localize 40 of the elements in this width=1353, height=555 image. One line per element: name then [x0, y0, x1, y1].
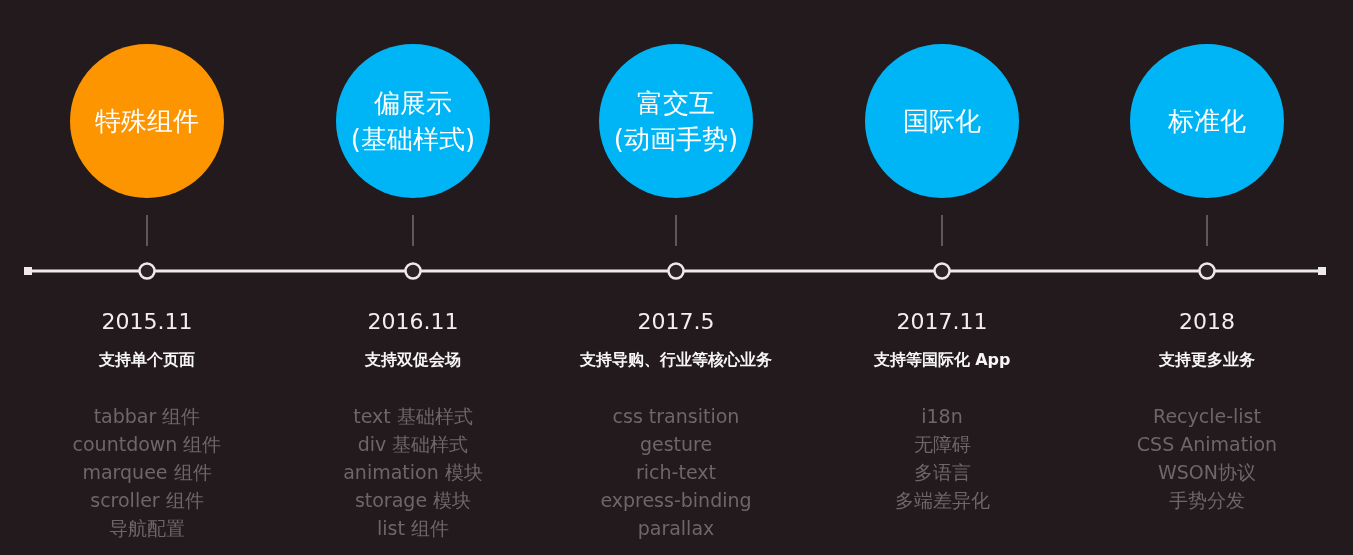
feature-item: scroller 组件: [90, 488, 204, 513]
feature-item: 导航配置: [109, 516, 185, 541]
feature-item: countdown 组件: [72, 432, 222, 457]
milestone-date: 2017.11: [896, 308, 988, 336]
milestone-summary: 支持导购、行业等核心业务: [580, 349, 772, 371]
feature-item: list 组件: [377, 516, 449, 541]
circle-label: 特殊组件: [95, 105, 199, 138]
feature-item: tabbar 组件: [93, 404, 201, 429]
feature-item: express-binding: [600, 488, 752, 513]
circle-label: (基础样式): [350, 123, 476, 156]
feature-item: parallax: [637, 516, 715, 541]
feature-item: Recycle-list: [1153, 404, 1261, 429]
milestone-summary: 支持更多业务: [1159, 349, 1255, 371]
feature-item: 手势分发: [1169, 488, 1245, 513]
circle-label: 国际化: [903, 105, 981, 138]
feature-item: i18n: [921, 404, 963, 429]
feature-item: 无障碍: [913, 432, 971, 457]
circle-label: (动画手势): [613, 123, 739, 156]
milestone-date: 2017.5: [637, 308, 715, 336]
feature-item: text 基础样式: [353, 404, 473, 429]
feature-item: css transition: [612, 404, 740, 429]
feature-item: animation 模块: [343, 460, 483, 485]
feature-item: WSON协议: [1158, 460, 1256, 485]
feature-item: CSS Animation: [1136, 432, 1278, 457]
milestone-summary: 支持等国际化 App: [873, 349, 1011, 371]
feature-item: storage 模块: [354, 488, 472, 513]
milestone-summary: 支持单个页面: [99, 349, 195, 371]
milestone-date: 2016.11: [367, 308, 459, 336]
feature-item: marquee 组件: [82, 460, 212, 485]
feature-item: rich-text: [636, 460, 716, 485]
feature-item: 多语言: [913, 460, 971, 485]
milestone-date: 2018: [1179, 308, 1235, 336]
circle-label: 偏展示: [374, 87, 452, 120]
circle-label: 富交互: [637, 87, 715, 120]
feature-item: gesture: [639, 432, 713, 457]
feature-item: 多端差异化: [894, 488, 990, 513]
feature-item: div 基础样式: [357, 432, 469, 457]
circle-label: 标准化: [1168, 105, 1246, 138]
milestone-date: 2015.11: [101, 308, 193, 336]
milestone-summary: 支持双促会场: [365, 349, 461, 371]
